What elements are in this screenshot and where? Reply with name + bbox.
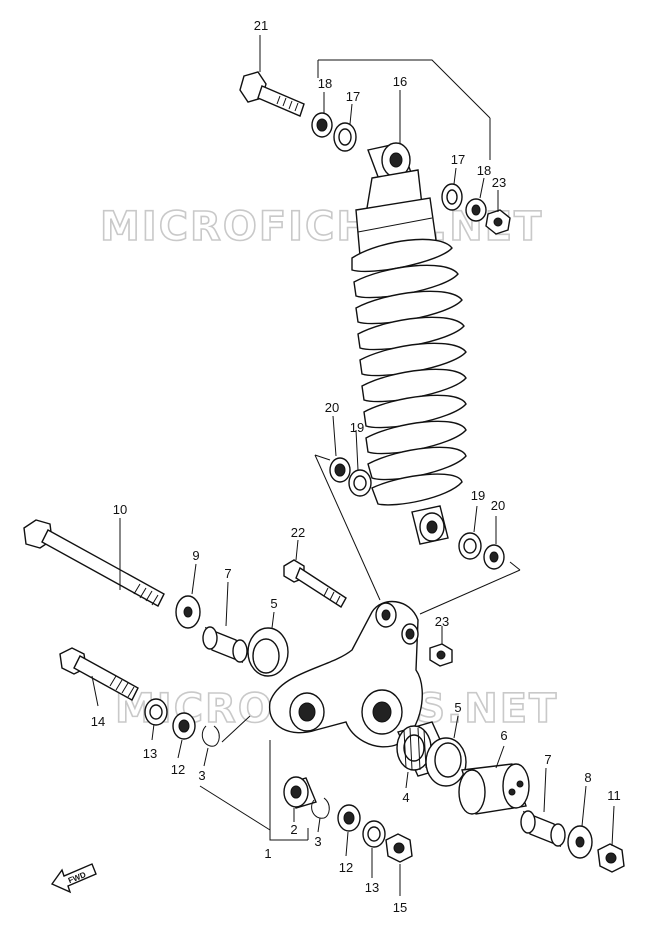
callout-2: 2 [290,822,297,837]
fwd-label: FWD [67,870,87,885]
callout-3: 3 [198,768,205,783]
rod-6-icon [458,763,530,815]
callout-8: 8 [584,770,591,785]
callout-11: 11 [607,788,621,803]
callout-3b: 3 [314,834,321,849]
callout-7: 7 [224,566,231,581]
leader-lines [91,35,615,896]
callout-16: 16 [393,74,407,89]
callout-17: 17 [346,89,360,104]
collar-7-left-icon [202,626,248,664]
bolt-10-icon [23,519,165,607]
callout-10: 10 [113,502,127,517]
callout-18: 18 [318,76,332,91]
callout-1: 1 [264,846,271,861]
callout-19: 19 [350,420,364,435]
callout-4: 4 [402,790,409,805]
callout-21: 21 [254,18,268,33]
callout-7b: 7 [544,752,551,767]
bearing-2-icon [283,776,317,809]
callout-13b: 13 [365,880,379,895]
callout-6: 6 [500,728,507,743]
callout-5: 5 [270,596,277,611]
callout-15: 15 [393,900,407,915]
callout-20b: 20 [491,498,505,513]
callout-18b: 18 [477,163,491,178]
clip-3-right-icon [311,797,330,819]
callouts: 21 18 17 16 17 18 23 20 19 19 20 10 22 9… [91,18,621,915]
callout-20: 20 [325,400,339,415]
callout-12: 12 [171,762,185,777]
callout-14: 14 [91,714,105,729]
shock-absorber [351,142,467,545]
callout-22: 22 [291,525,305,540]
callout-12b: 12 [339,860,353,875]
callout-17b: 17 [451,152,465,167]
bolt-14-icon [59,647,139,701]
callout-13: 13 [143,746,157,761]
cushion-lever [269,600,423,748]
callout-19b: 19 [471,488,485,503]
callout-9: 9 [192,548,199,563]
bolt-22-icon [283,559,347,608]
collar-7-right-icon [520,810,566,848]
callout-23: 23 [492,175,506,190]
bolt-21-icon [239,71,305,117]
callout-5b: 5 [454,700,461,715]
clip-3-left-icon [201,725,220,747]
callout-23b: 23 [435,614,449,629]
fwd-arrow-icon: FWD [50,863,97,894]
